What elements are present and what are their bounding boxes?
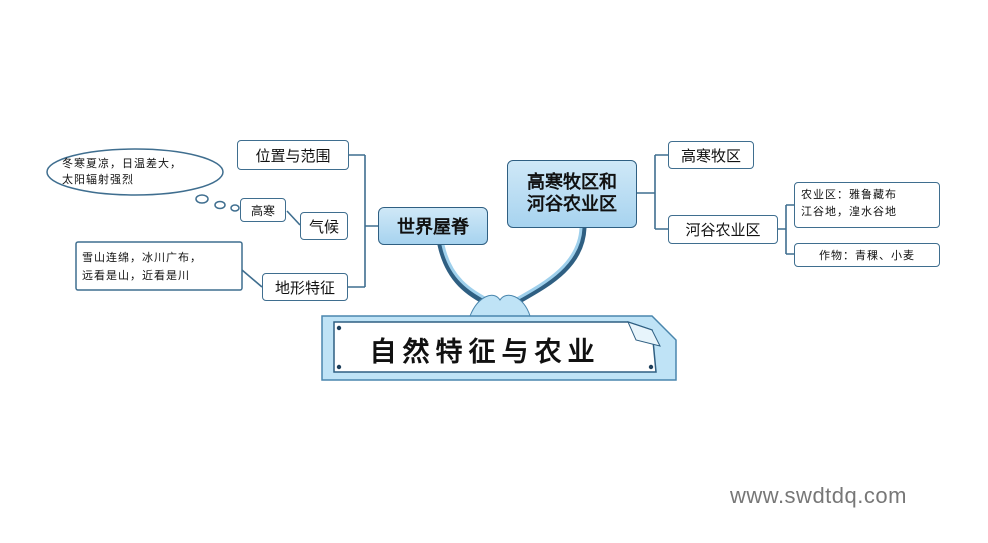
terrain-note-line-1: 雪山连绵，冰川广布， bbox=[82, 251, 202, 264]
climate-cold-link bbox=[286, 210, 301, 226]
terrain-node: 地形特征 bbox=[262, 273, 348, 301]
cold-node: 高寒 bbox=[240, 198, 286, 222]
title-banner bbox=[321, 315, 677, 381]
ribbon-splash bbox=[469, 294, 531, 317]
climate-note-line-1: 冬寒夏凉，日温差大， bbox=[62, 157, 182, 170]
cold-pasture-node: 高寒牧区 bbox=[668, 141, 754, 169]
climate-thought-bubble bbox=[46, 148, 240, 212]
pasture-valley-hub: 高寒牧区和 河谷农业区 bbox=[507, 160, 637, 228]
climate-note-line-2: 太阳辐射强烈 bbox=[62, 173, 134, 186]
pasture-valley-line-2: 河谷农业区 bbox=[527, 194, 617, 215]
world-roof-hub: 世界屋脊 bbox=[378, 207, 488, 245]
diagram-title: 自然特征与农业 bbox=[369, 336, 601, 368]
terrain-note-callout bbox=[75, 241, 243, 291]
left-branch-brace bbox=[348, 154, 378, 288]
crops-node: 作物：青稞、小麦 bbox=[794, 243, 940, 267]
agri-area-node: 农业区：雅鲁藏布 江谷地，湟水谷地 bbox=[794, 182, 940, 228]
climate-note-text: 冬寒夏凉，日温差大， 太阳辐射强烈 bbox=[62, 156, 182, 188]
climate-node: 气候 bbox=[300, 212, 348, 240]
position-range-node: 位置与范围 bbox=[237, 140, 349, 170]
right-branch-brace bbox=[637, 154, 668, 230]
site-watermark: www.swdtdq.com bbox=[730, 483, 907, 508]
agri-area-line-1: 农业区：雅鲁藏布 bbox=[801, 188, 897, 201]
pasture-valley-line-1: 高寒牧区和 bbox=[527, 172, 617, 193]
valley-branch-brace bbox=[778, 204, 794, 255]
valley-agri-node: 河谷农业区 bbox=[668, 215, 778, 244]
terrain-note-link bbox=[241, 269, 263, 288]
terrain-note-text: 雪山连绵，冰川广布， 远看是山，近看是川 bbox=[82, 249, 202, 285]
agri-area-line-2: 江谷地，湟水谷地 bbox=[801, 205, 897, 218]
terrain-note-line-2: 远看是山，近看是川 bbox=[82, 269, 190, 282]
